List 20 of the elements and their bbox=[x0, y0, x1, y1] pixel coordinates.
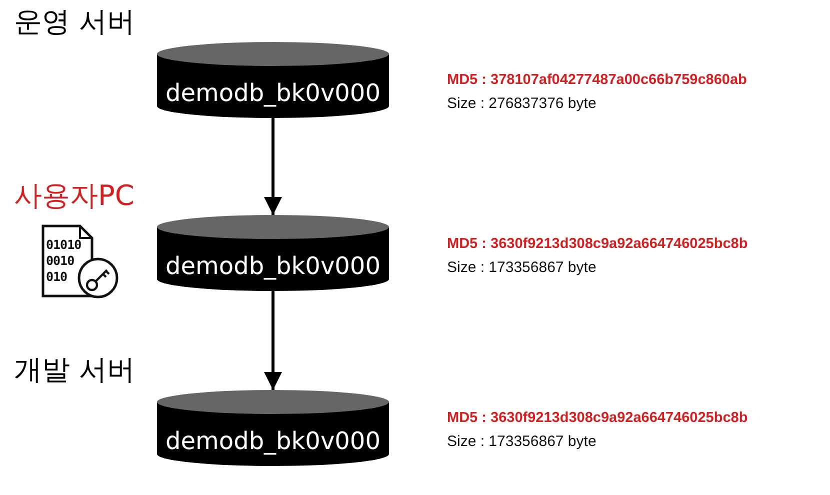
arrow bbox=[264, 291, 282, 390]
file-size: Size : 173356867 byte bbox=[447, 258, 596, 278]
md5-hash: MD5 : 3630f9213d308c9a92a664746025bc8b bbox=[447, 409, 748, 428]
md5-hash: MD5 : 3630f9213d308c9a92a664746025bc8b bbox=[447, 235, 748, 254]
server-heading: 운영 서버 bbox=[14, 4, 135, 40]
file-size: Size : 276837376 byte bbox=[447, 94, 596, 114]
binary-digits: 01010 bbox=[46, 237, 82, 253]
binary-digits: 010 bbox=[46, 269, 68, 285]
server-heading: 개발 서버 bbox=[14, 352, 135, 388]
server-heading: 사용자PC bbox=[14, 178, 134, 214]
database-cylinder bbox=[157, 390, 389, 466]
md5-hash: MD5 : 378107af04277487a00c66b759c860ab bbox=[447, 71, 747, 90]
database-name: demodb_bk0v000 bbox=[164, 251, 382, 281]
database-name: demodb_bk0v000 bbox=[164, 426, 382, 456]
database-cylinder bbox=[157, 215, 389, 291]
binary-digits: 0010 bbox=[46, 253, 76, 269]
arrow bbox=[264, 118, 282, 215]
file-size: Size : 173356867 byte bbox=[447, 432, 596, 452]
database-cylinder bbox=[157, 42, 389, 118]
database-name: demodb_bk0v000 bbox=[164, 78, 382, 108]
